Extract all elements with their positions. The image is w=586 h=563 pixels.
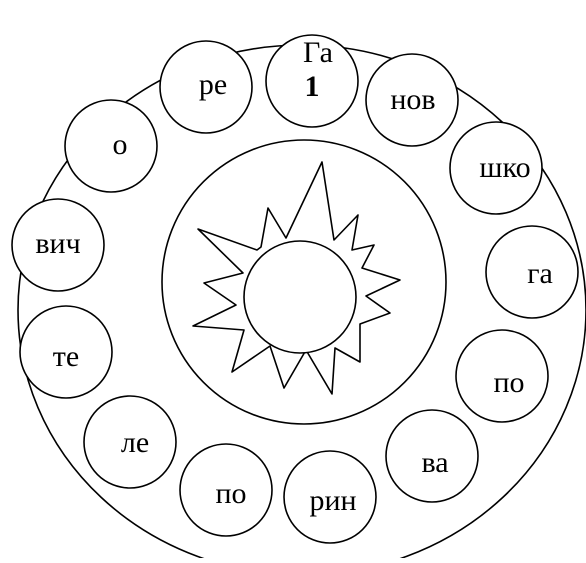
syllable-circle-shko[interactable]: шко bbox=[450, 122, 542, 214]
syllable-text-le: ле bbox=[121, 426, 149, 459]
syllable-text-po2: по bbox=[215, 477, 246, 510]
syllable-circle-o[interactable]: о bbox=[65, 100, 157, 192]
syllable-number-ga: 1 bbox=[305, 70, 320, 103]
syllable-circle-le[interactable]: ле bbox=[84, 396, 176, 488]
syllable-text-nov: нов bbox=[390, 83, 435, 116]
sun-icon bbox=[193, 162, 400, 394]
sun-disc bbox=[244, 241, 356, 353]
syllable-circle-ga[interactable]: Га 1 bbox=[266, 35, 358, 127]
syllable-text-shko: шко bbox=[479, 151, 530, 184]
syllable-circle-nov[interactable]: нов bbox=[366, 54, 458, 146]
syllable-text-rin: рин bbox=[309, 484, 356, 517]
syllable-circle-po2[interactable]: по bbox=[180, 444, 272, 536]
syllable-circle-rin[interactable]: рин bbox=[284, 451, 376, 543]
syllable-circle-ga2[interactable]: га bbox=[486, 226, 578, 318]
syllable-text-ga: Га bbox=[303, 36, 333, 69]
syllable-circle-te[interactable]: те bbox=[20, 306, 112, 398]
syllable-text-po: по bbox=[493, 366, 524, 399]
syllable-text-va: ва bbox=[421, 446, 448, 479]
syllable-circle-po[interactable]: по bbox=[456, 330, 548, 422]
syllable-circle-va[interactable]: ва bbox=[386, 410, 478, 502]
syllable-circle-re[interactable]: ре bbox=[160, 41, 252, 133]
syllable-text-re: ре bbox=[199, 68, 227, 101]
syllable-circle-vich[interactable]: вич bbox=[12, 199, 104, 291]
syllable-text-te: те bbox=[53, 340, 79, 373]
syllable-text-vich: вич bbox=[35, 227, 80, 260]
syllable-text-ga2: га bbox=[527, 257, 553, 290]
syllable-text-o: о bbox=[113, 128, 128, 161]
